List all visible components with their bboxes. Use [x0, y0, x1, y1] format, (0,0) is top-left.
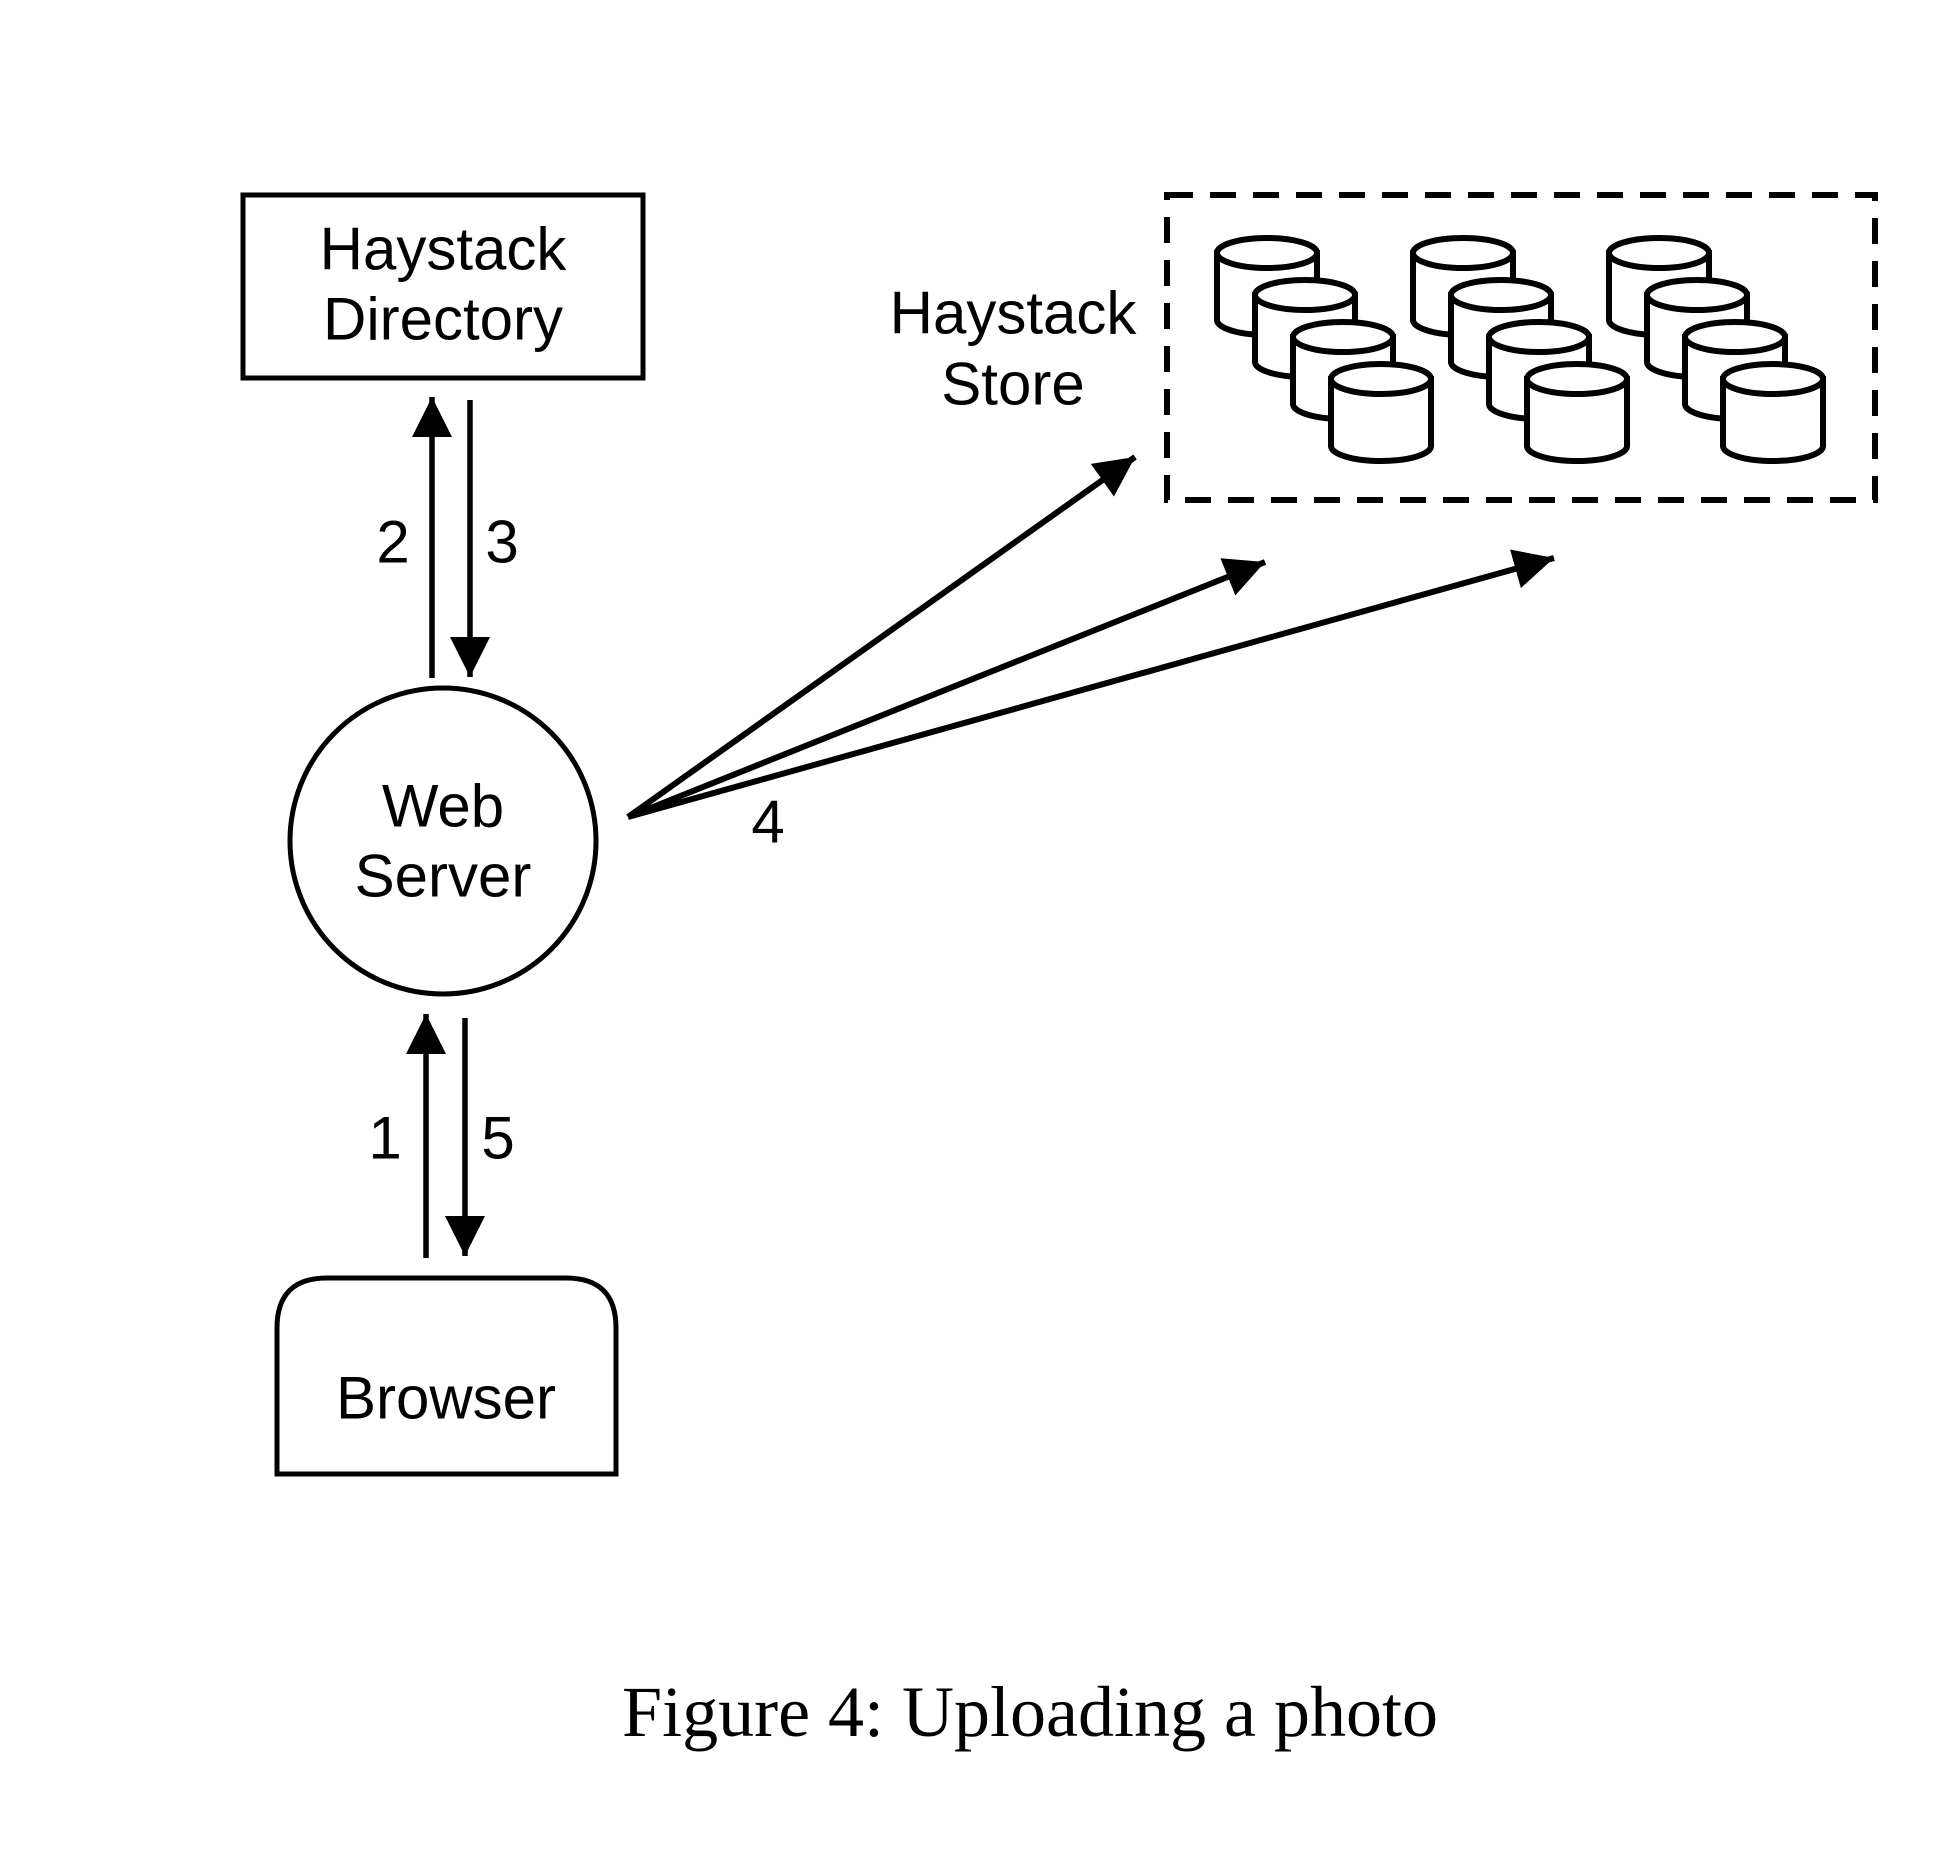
edge-4-arrow-2 [626, 558, 1267, 820]
web-server-label-line2: Server [355, 843, 532, 910]
haystack-store-cylinders [1214, 235, 1826, 464]
database-cylinder-icon [1328, 361, 1434, 464]
edge-2-label: 2 [376, 509, 409, 576]
edge-4-arrow-1 [626, 454, 1137, 820]
haystack-store-label-line2: Store [941, 351, 1084, 418]
database-cylinder-icon [1720, 361, 1826, 464]
edge-4-label: 4 [751, 789, 784, 856]
browser-label: Browser [336, 1365, 556, 1432]
web-server-label-line1: Web [382, 773, 504, 840]
web-server-node [287, 685, 599, 997]
haystack-store-label-line1: Haystack [890, 280, 1138, 347]
edge-3-label: 3 [485, 509, 518, 576]
edge-1-label: 1 [368, 1105, 401, 1172]
edge-5-label: 5 [481, 1105, 514, 1172]
edge-4-arrow-3 [627, 549, 1555, 820]
haystack-directory-box [240, 192, 646, 381]
haystack-directory-label-line2: Directory [323, 286, 563, 353]
haystack-directory-label-line1: Haystack [320, 216, 568, 283]
browser-box [274, 1275, 619, 1477]
database-cylinder-icon [1524, 361, 1630, 464]
figure-caption: Figure 4: Uploading a photo [622, 1672, 1438, 1752]
